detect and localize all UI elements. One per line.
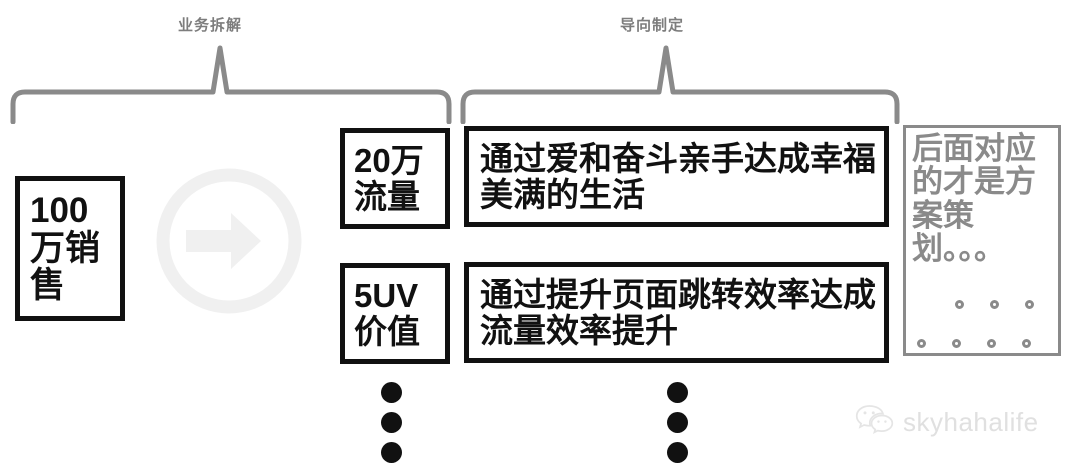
ellipsis-dot: [381, 382, 402, 403]
ellipsis-dot: [667, 382, 688, 403]
box-sales-target[interactable]: 100万销售: [15, 176, 125, 321]
bracket-direction-setting: [458, 42, 902, 125]
box-traffic-metric-label: 20万流量: [354, 141, 424, 215]
box-traffic-metric[interactable]: 20万流量: [340, 128, 450, 229]
ellipsis-dot: [381, 412, 402, 433]
box-goal-statement-1[interactable]: 通过爱和奋斗亲手达成幸福美满的生活: [464, 126, 889, 227]
box-uv-value-metric-label: 5UV价值: [354, 276, 420, 350]
box-planning-note-label: 后面对应的才是方案策划。。。: [912, 131, 1036, 267]
ellipsis-dot: [381, 442, 402, 463]
box-sales-target-label: 100万销售: [30, 190, 101, 306]
ellipsis-goals-column: [667, 382, 688, 472]
group-label-direction-setting: 导向制定: [620, 17, 685, 34]
ellipsis-dot: [667, 412, 688, 433]
box-planning-note[interactable]: 后面对应的才是方案策划。。。: [903, 125, 1061, 356]
box-goal-statement-1-label: 通过爱和奋斗亲手达成幸福美满的生活: [480, 139, 876, 213]
ellipsis-dot: [667, 442, 688, 463]
group-label-business-breakdown: 业务拆解: [178, 17, 243, 34]
box-uv-value-metric[interactable]: 5UV价值: [340, 263, 450, 364]
brand-name: skyhahalife: [903, 406, 1039, 437]
bracket-business-breakdown: [8, 42, 454, 125]
brand-watermark: skyhahalife: [855, 404, 1039, 439]
arrow-right-circle-icon: [156, 168, 302, 314]
box-goal-statement-2-label: 通过提升页面跳转效率达成流量效率提升: [480, 275, 876, 349]
wechat-icon: [855, 404, 895, 439]
ellipsis-metrics-column: [381, 382, 402, 472]
box-goal-statement-2[interactable]: 通过提升页面跳转效率达成流量效率提升: [464, 262, 889, 363]
